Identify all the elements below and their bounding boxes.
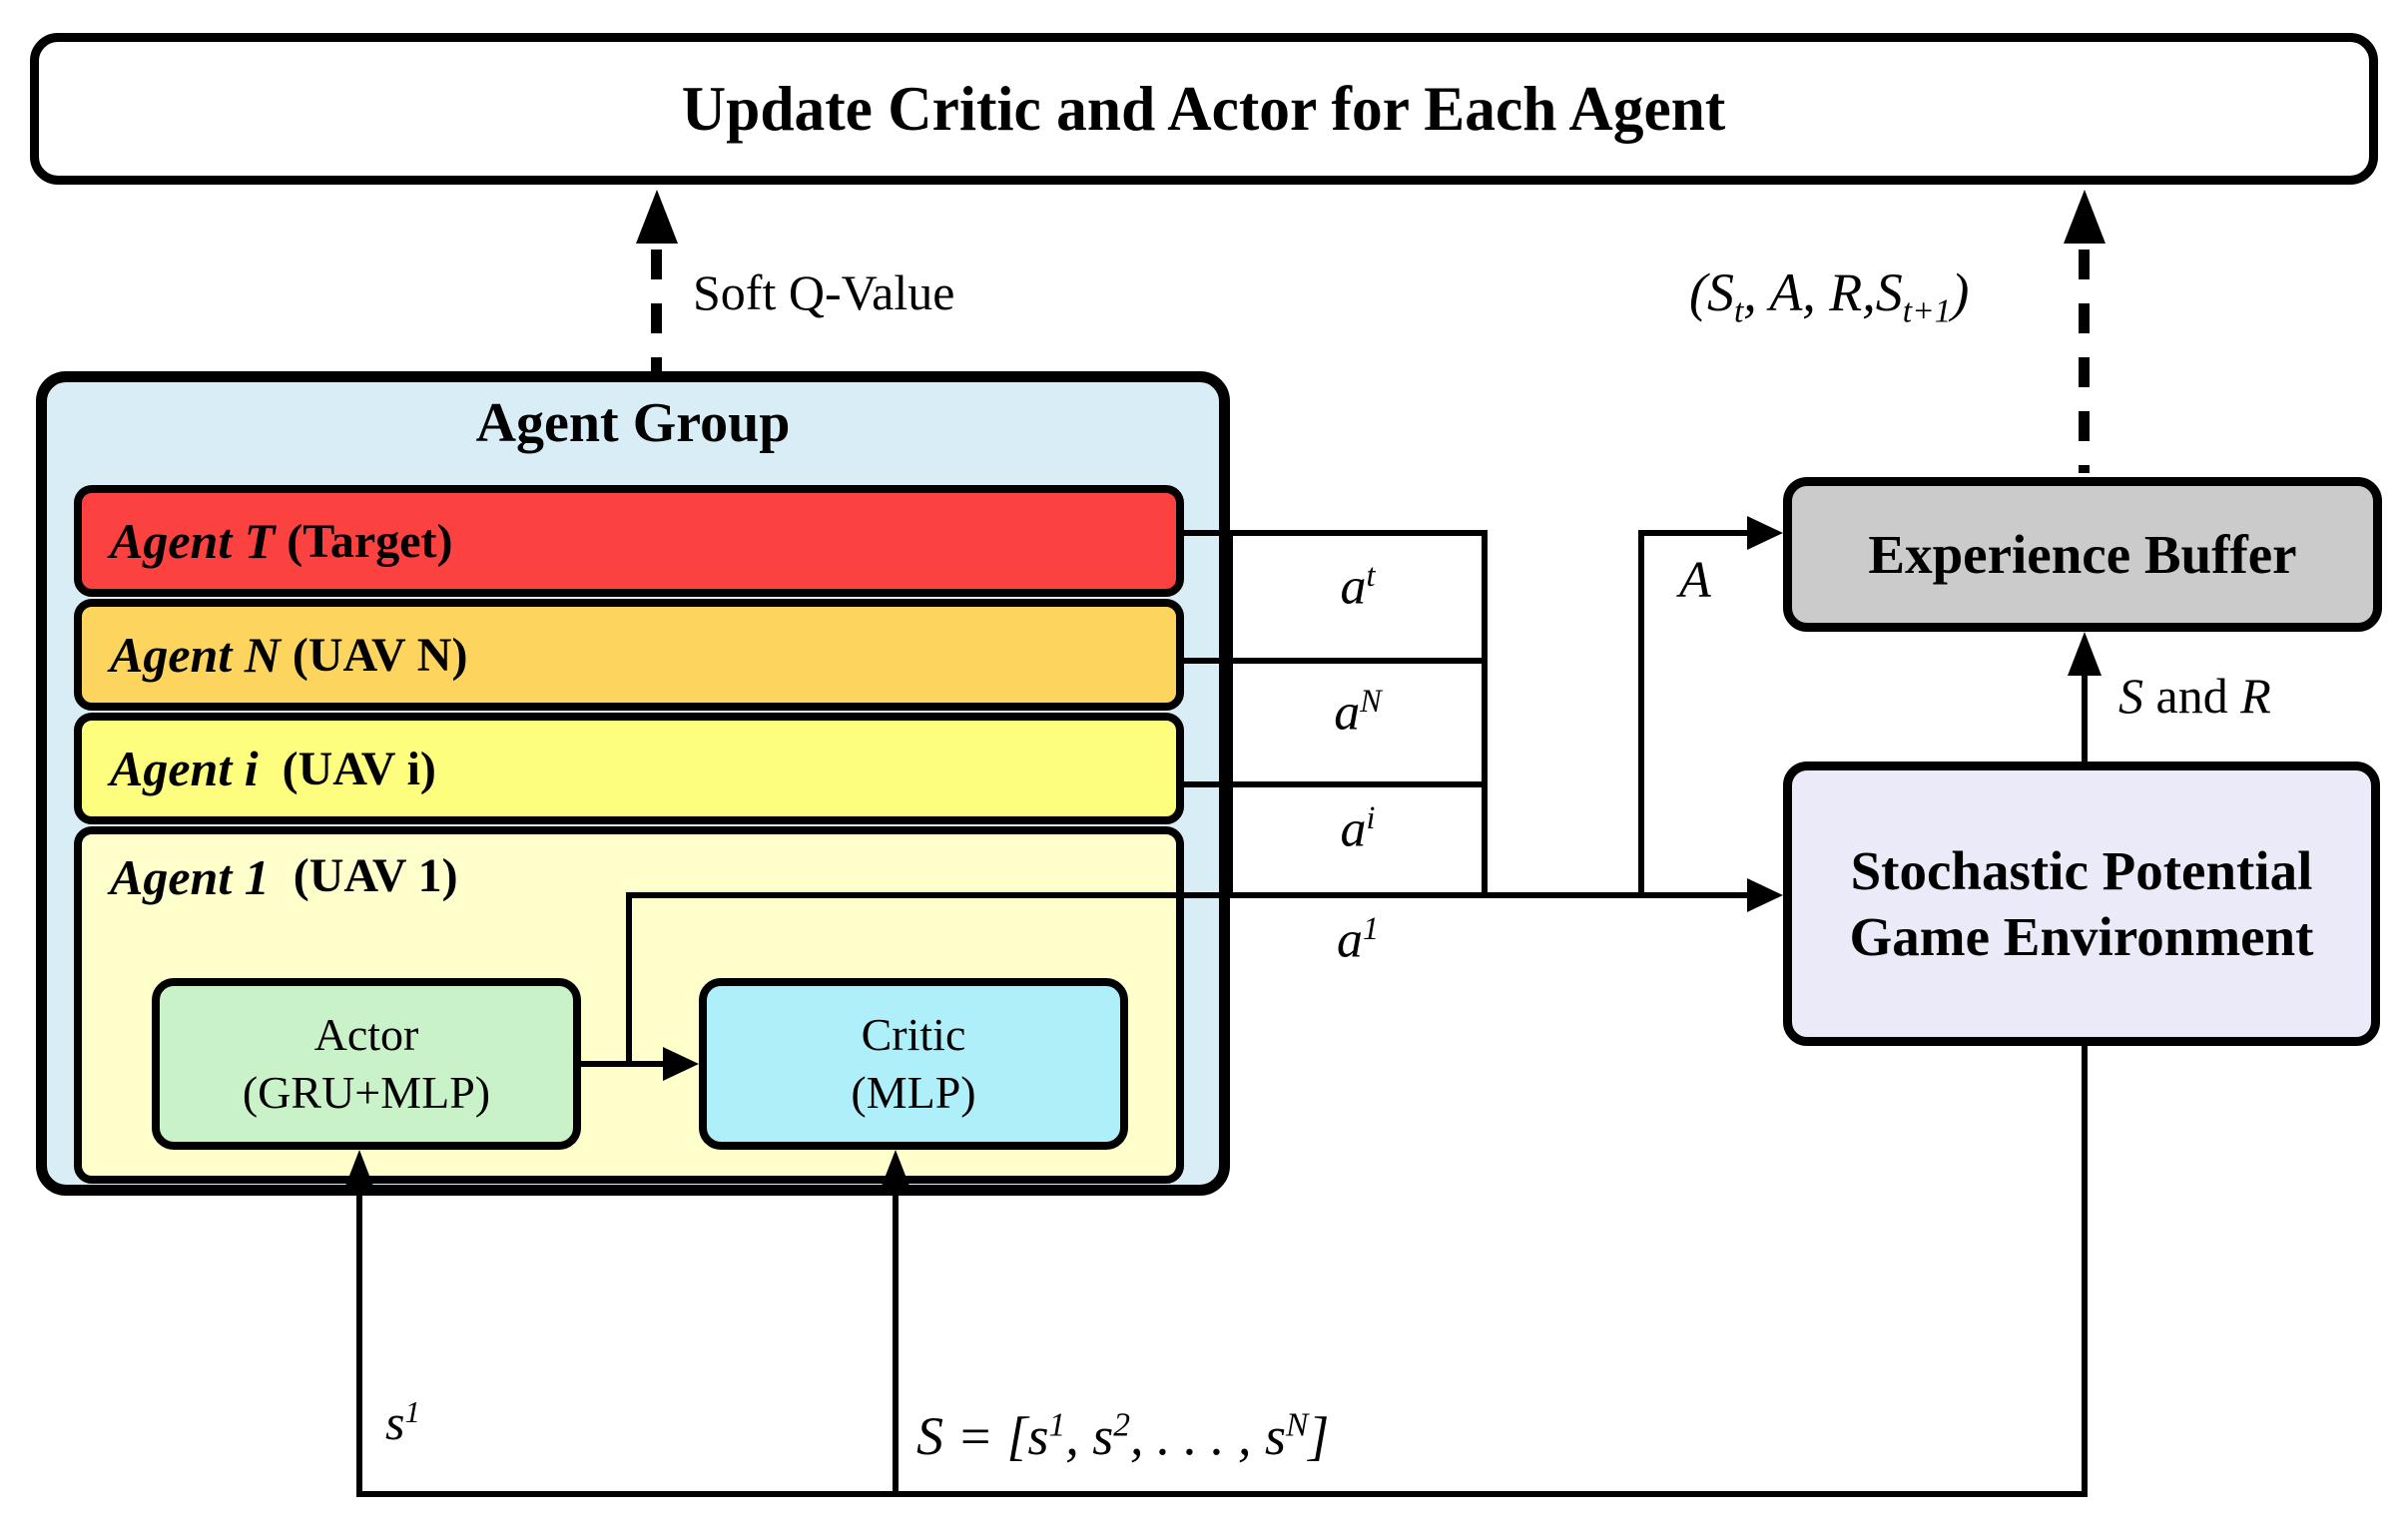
- agent-bar-uav-i-role: (UAV i): [258, 742, 436, 795]
- action-column-left-line: [1227, 530, 1233, 898]
- s-and-r-arrowhead-icon: [2068, 632, 2102, 676]
- joint-action-horizontal-line: [1638, 530, 1755, 536]
- state-riser-line: [893, 1190, 899, 1497]
- agent-bar-uav-i: Agent i (UAV i): [74, 713, 1184, 824]
- agent-bar-uav-n-name: Agent N: [110, 627, 281, 683]
- agent-bar-uav-i-name: Agent i: [110, 741, 259, 796]
- joint-action-arrowhead-icon: [1747, 516, 1783, 550]
- actor-critic-line: [581, 1061, 667, 1067]
- tuple-arrowhead-icon: [2064, 190, 2106, 244]
- action-label-a-i: ai: [1340, 799, 1376, 858]
- a1-horizontal-line: [626, 892, 1751, 898]
- state-vector-label: S = [s1, s2, . . . , sN]: [916, 1406, 1330, 1466]
- agent-1-name: Agent 1: [110, 849, 270, 905]
- action-label-a-t: at: [1340, 557, 1376, 616]
- critic-sublabel: (MLP): [851, 1067, 976, 1118]
- experience-buffer-box: Experience Buffer: [1783, 477, 2382, 632]
- agent-bar-uav-n-role: (UAV N): [280, 628, 468, 682]
- agent-bar-target: Agent T (Target): [74, 485, 1184, 597]
- action-label-a-1: a1: [1336, 910, 1380, 969]
- environment-label-line1: Stochastic Potential: [1850, 839, 2313, 901]
- environment-label-line2: Game Environment: [1849, 905, 2314, 967]
- critic-box: Critic (MLP): [699, 978, 1128, 1150]
- actor-label: Actor: [313, 1009, 419, 1060]
- agent-bar-target-name: Agent T: [110, 513, 276, 569]
- soft-q-arrowhead-icon: [636, 190, 678, 244]
- agent-bar-target-role: (Target): [275, 514, 453, 568]
- s-and-r-label: S and R: [2118, 668, 2271, 724]
- update-banner-label: Update Critic and Actor for Each Agent: [682, 73, 1726, 144]
- tuple-dashed-line: [2079, 250, 2090, 473]
- actor-critic-arrowhead-icon: [663, 1047, 699, 1081]
- state-arrowhead-icon: [879, 1150, 912, 1194]
- soft-q-dashed-line: [651, 250, 662, 377]
- s1-arrowhead-icon: [342, 1150, 376, 1194]
- agent-bar-uav-n: Agent N (UAV N): [74, 599, 1184, 711]
- s1-riser-line: [356, 1190, 362, 1497]
- action-sep-mid-line: [1184, 658, 1488, 664]
- action-sep-top-line: [1184, 530, 1488, 536]
- s-and-r-line: [2082, 671, 2088, 762]
- agent-group-title: Agent Group: [475, 392, 791, 454]
- a1-env-arrowhead-icon: [1747, 878, 1783, 912]
- action-sep-low-line: [1184, 781, 1488, 787]
- env-down-line: [2082, 1046, 2088, 1497]
- actor-box: Actor (GRU+MLP): [152, 978, 581, 1150]
- soft-q-label: Soft Q-Value: [693, 264, 955, 320]
- update-banner-box: Update Critic and Actor for Each Agent: [30, 33, 2378, 185]
- bottom-rail-line: [356, 1491, 2088, 1497]
- a1-riser-line: [626, 892, 632, 1067]
- joint-action-riser-line: [1638, 530, 1644, 898]
- joint-action-label: A: [1679, 552, 1711, 609]
- agent-1-role: (UAV 1): [269, 849, 458, 902]
- environment-box: Stochastic Potential Game Environment: [1783, 762, 2380, 1046]
- action-column-right-line: [1482, 530, 1488, 898]
- action-label-a-N: aN: [1334, 683, 1382, 742]
- critic-label: Critic: [861, 1009, 966, 1060]
- experience-buffer-label: Experience Buffer: [1868, 523, 2297, 585]
- s1-label: s1: [385, 1393, 420, 1450]
- transition-tuple-label: (St, A, R,St+1): [1689, 262, 1970, 330]
- actor-sublabel: (GRU+MLP): [242, 1067, 491, 1118]
